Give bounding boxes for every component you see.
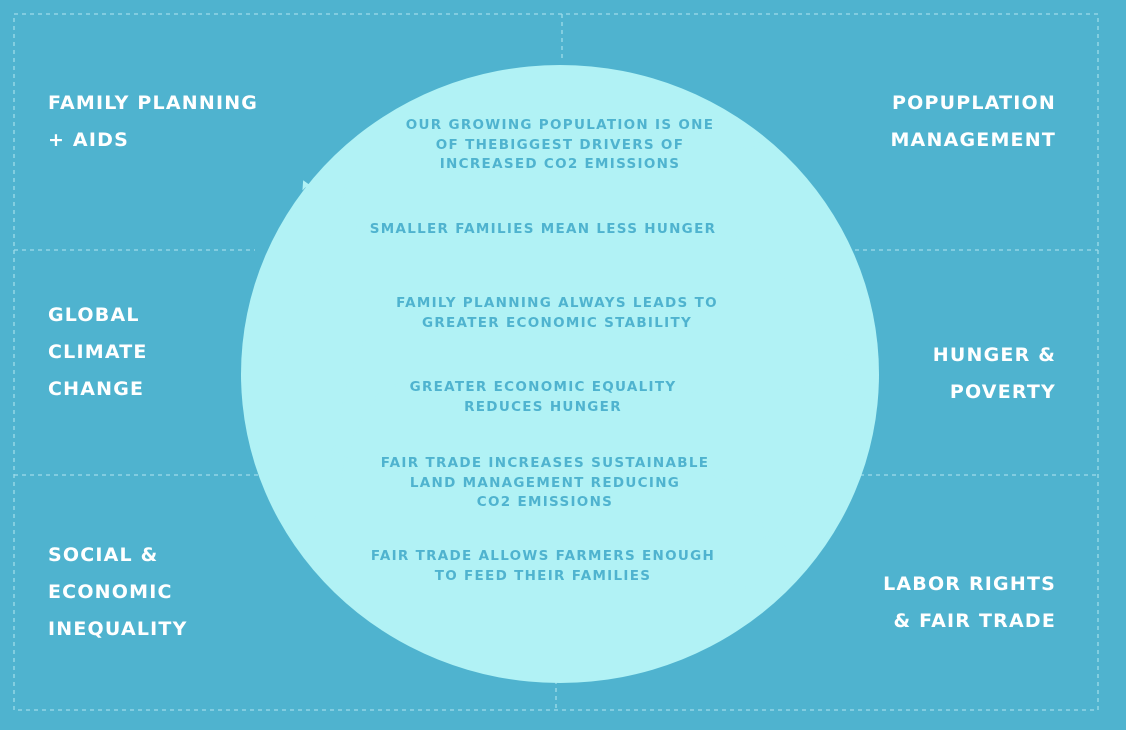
arrow-population-to-population-management	[707, 141, 762, 156]
connection-arrows	[268, 141, 868, 593]
statement-line: OUR GROWING POPULATION IS ONE	[405, 117, 715, 133]
category-family-planning: FAMILY PLANNING + AIDS	[48, 85, 258, 159]
statement-family-planning: FAMILY PLANNING ALWAYS LEADS TO GREATER …	[357, 294, 757, 333]
statement-line: LAND MANAGEMENT REDUCING	[409, 474, 681, 491]
category-family-planning-line-1: FAMILY PLANNING	[48, 92, 259, 114]
statement-line: FAIR TRADE ALLOWS FARMERS ENOUGH	[370, 548, 716, 564]
statement-line: GREATER ECONOMIC STABILITY	[421, 314, 693, 331]
category-hunger-line-1: HUNGER &	[932, 344, 1056, 366]
statement-population: OUR GROWING POPULATION IS ONE OF THEBIGG…	[360, 116, 760, 175]
statement-line: INCREASED CO2 EMISSIONS	[439, 156, 681, 172]
category-inequality-line-1: SOCIAL &	[48, 544, 159, 566]
arrow-family-planning-to-inequality	[292, 319, 391, 512]
arrow-farmers-to-labor	[709, 573, 762, 593]
statement-line: TO FEED THEIR FAMILIES	[434, 567, 652, 584]
category-population-line-1: POPUPLATION	[892, 92, 1056, 114]
category-climate-line-3: CHANGE	[48, 378, 145, 400]
category-climate: GLOBAL CLIMATE CHANGE	[48, 297, 148, 408]
arrow-fair-trade-to-labor	[711, 475, 788, 554]
category-population-line-2: MANAGEMENT	[890, 129, 1056, 151]
arrow-population-to-climate	[268, 142, 406, 360]
arrow-family-planning-to-family-planning-zone	[289, 204, 391, 305]
statement-land-management: FAIR TRADE INCREASES SUSTAINABLE LAND MA…	[345, 454, 745, 513]
arrow-fair-trade-to-climate	[278, 373, 379, 462]
category-population: POPUPLATION MANAGEMENT	[890, 85, 1056, 159]
category-inequality-line-3: INEQUALITY	[48, 618, 188, 640]
category-climate-line-2: CLIMATE	[48, 341, 148, 363]
arrow-equality-to-inequality	[314, 383, 404, 520]
statement-economic-equality: GREATER ECONOMIC EQUALITY REDUCES HUNGER	[343, 378, 743, 417]
category-family-planning-line-2: + AIDS	[48, 129, 129, 151]
category-climate-line-1: GLOBAL	[48, 304, 140, 326]
category-inequality-line-2: ECONOMIC	[48, 581, 173, 603]
statement-line: REDUCES HUNGER	[464, 398, 622, 415]
grid-dividers	[13, 13, 1099, 711]
statement-line: OF THEBIGGEST DRIVERS OF	[435, 136, 685, 153]
category-labor-line-2: & FAIR TRADE	[893, 610, 1056, 632]
category-hunger-line-2: POVERTY	[949, 381, 1056, 403]
statement-line: CO2 EMISSIONS	[476, 494, 614, 510]
statement-line: FAIR TRADE INCREASES SUSTAINABLE	[380, 455, 710, 471]
central-circle	[241, 65, 879, 683]
category-labor: LABOR RIGHTS & FAIR TRADE	[883, 566, 1056, 640]
statement-line: SMALLER FAMILIES MEAN LESS HUNGER	[369, 221, 717, 237]
category-inequality: SOCIAL & ECONOMIC INEQUALITY	[48, 537, 188, 648]
arrow-smaller-families-to-hunger	[711, 230, 854, 362]
statement-line: FAMILY PLANNING ALWAYS LEADS TO	[396, 295, 718, 311]
outer-dashed-border	[13, 13, 1099, 711]
statement-farmers: FAIR TRADE ALLOWS FARMERS ENOUGH TO FEED…	[343, 547, 743, 586]
category-labor-line-1: LABOR RIGHTS	[883, 573, 1056, 595]
category-hunger: HUNGER & POVERTY	[933, 337, 1056, 411]
statement-line: GREATER ECONOMIC EQUALITY	[409, 379, 677, 395]
statement-smaller-families: SMALLER FAMILIES MEAN LESS HUNGER	[343, 220, 743, 240]
arrow-smaller-families-to-family-planning	[302, 180, 373, 231]
arrow-farmers-to-hunger	[719, 390, 868, 559]
arrow-equality-to-hunger	[685, 368, 864, 393]
